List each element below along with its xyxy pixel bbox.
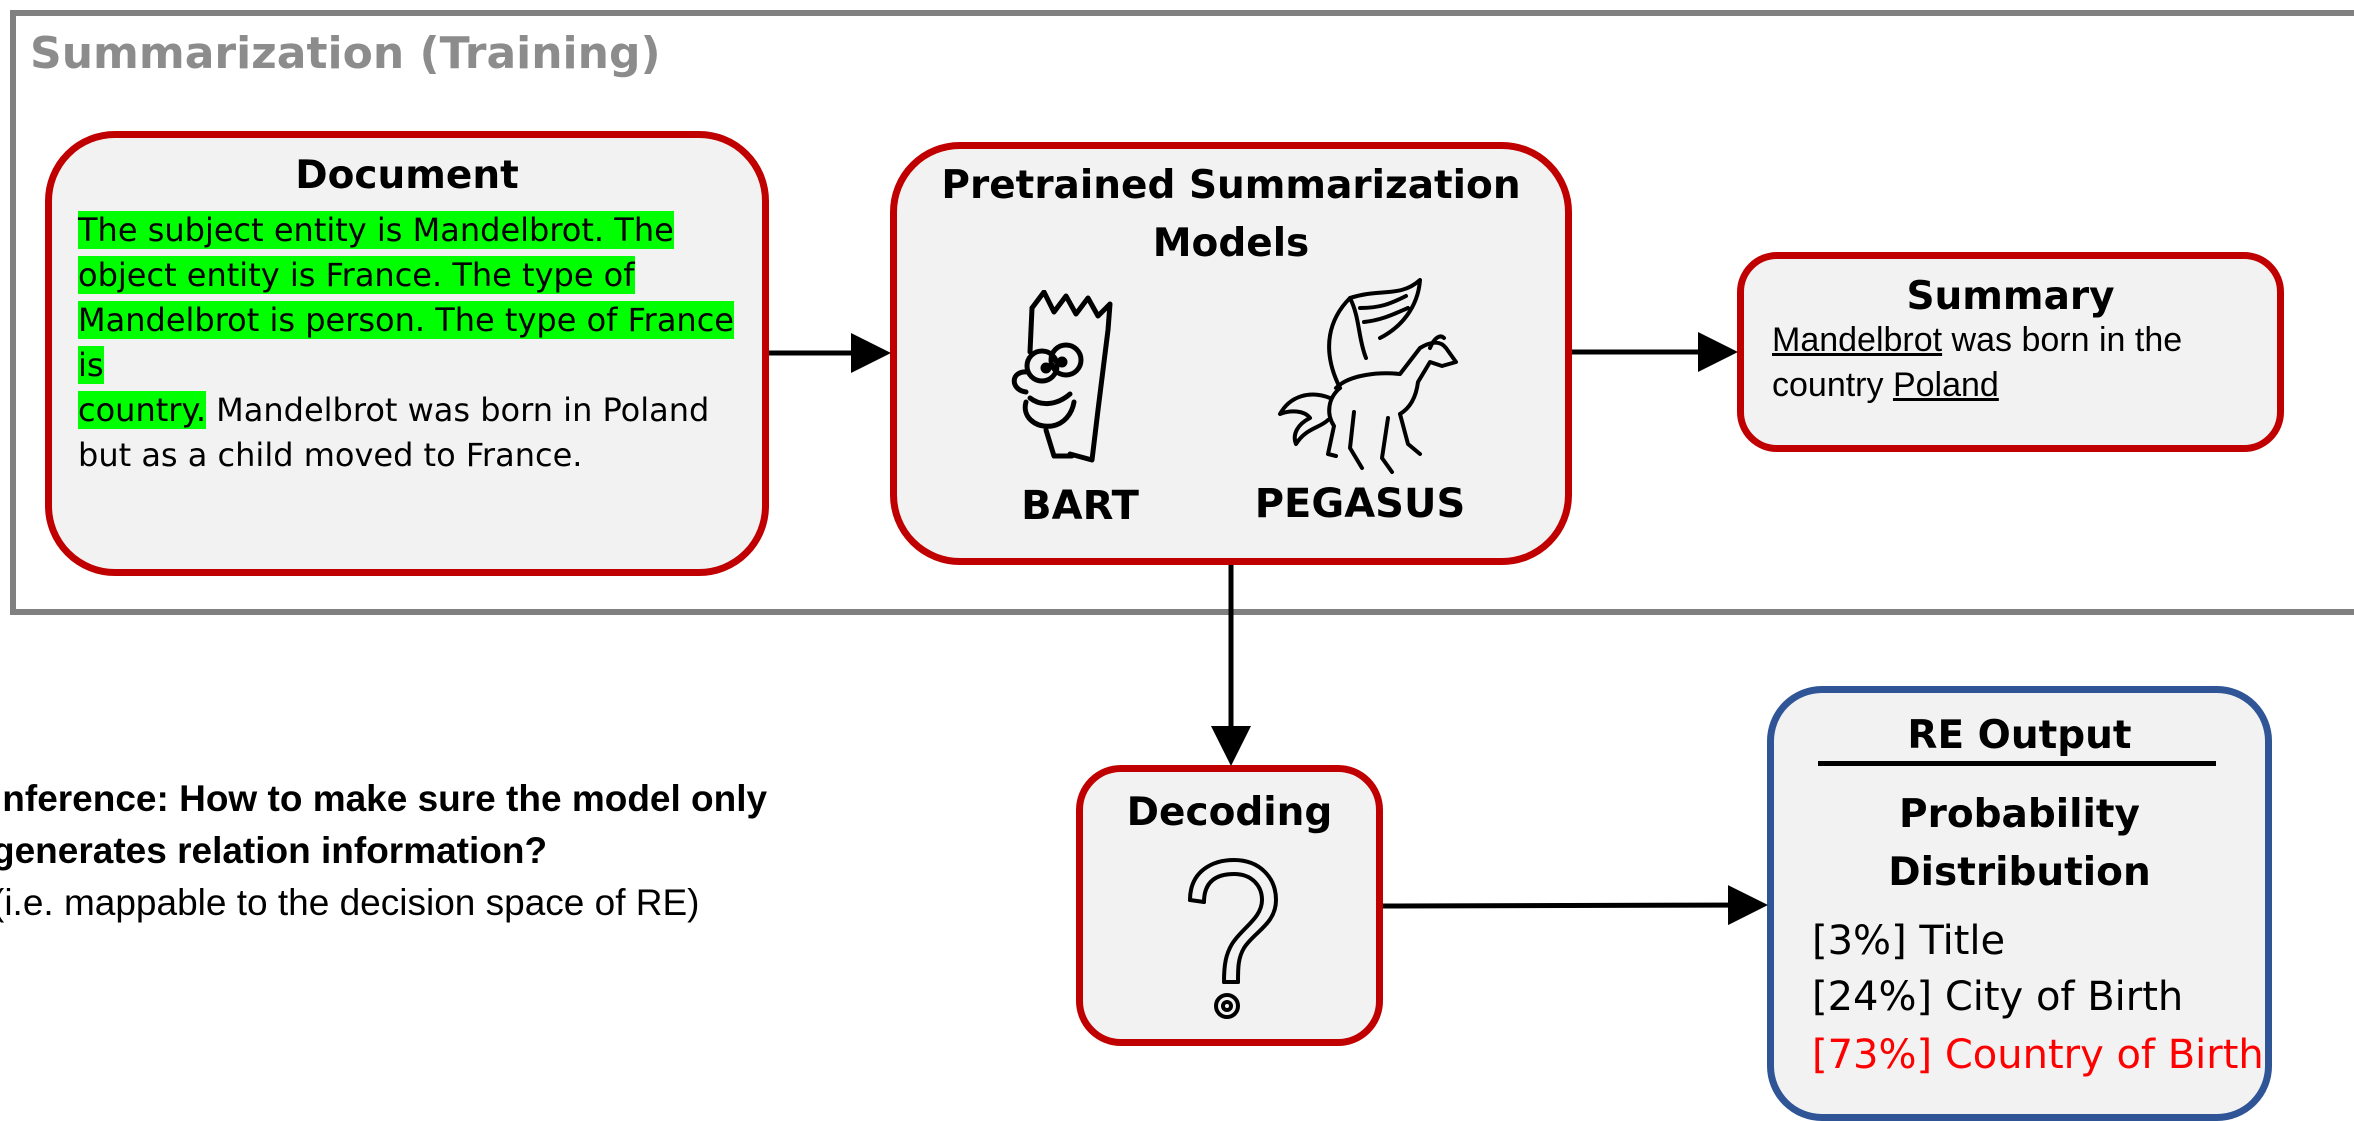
re-subtitle-line2: Distribution (1888, 850, 2151, 895)
document-title: Document (295, 153, 519, 198)
summary-middle: was born in the country (1772, 321, 2183, 404)
summary-title: Summary (1906, 274, 2115, 319)
summary-box: Summary (1737, 252, 2284, 452)
prob-item-country-of-birth: [73%] Country of Birth (1812, 1032, 2264, 1078)
re-subtitle-line1: Probability (1899, 792, 2140, 837)
document-line-1: The subject entity is Mandelbrot. The (78, 211, 674, 249)
pegasus-label: PEGASUS (1254, 481, 1466, 527)
summary-text: Mandelbrot was born in the country Polan… (1772, 318, 2272, 408)
bart-icon (1011, 290, 1113, 463)
models-title-line2: Models (1152, 221, 1310, 266)
document-line-4-rest: Mandelbrot was born in Poland (205, 391, 710, 429)
models-box: Pretrained Summarization Models (890, 142, 1572, 565)
bart-label: BART (1021, 483, 1139, 529)
inference-line-3: (i.e. mappable to the decision space of … (0, 882, 700, 923)
pegasus-icon (1278, 278, 1458, 474)
decoding-title: Decoding (1126, 790, 1333, 835)
inference-line-2: generates relation information? (0, 830, 548, 871)
prob-item-title: [3%] Title (1812, 918, 2006, 964)
document-box: Document (45, 131, 769, 576)
question-mark-icon (1188, 858, 1278, 1019)
re-output-title: RE Output (1907, 713, 2132, 758)
re-output-divider (1818, 761, 2216, 766)
training-frame-title: Summarization (Training) (30, 28, 661, 79)
document-line-5: but as a child moved to France. (78, 436, 583, 474)
arrow-decoding-to-re-output (1382, 885, 1768, 926)
document-text: The subject entity is Mandelbrot. The ob… (78, 208, 768, 478)
decoding-box: Decoding (1076, 765, 1383, 1046)
summary-object: Poland (1892, 366, 1999, 404)
training-frame (10, 10, 2354, 615)
inference-line-1: Inference: How to make sure the model on… (0, 778, 768, 819)
models-title-line1: Pretrained Summarization (941, 163, 1521, 208)
inference-question: Inference: How to make sure the model on… (0, 773, 992, 929)
document-line-4-highlight: country. (78, 391, 206, 429)
prob-item-city-of-birth: [24%] City of Birth (1812, 974, 2184, 1020)
summary-subject: Mandelbrot (1772, 321, 1943, 359)
document-line-2: object entity is France. The type of (78, 256, 635, 294)
re-output-box: RE Output Probability Distribution (1767, 686, 2272, 1121)
